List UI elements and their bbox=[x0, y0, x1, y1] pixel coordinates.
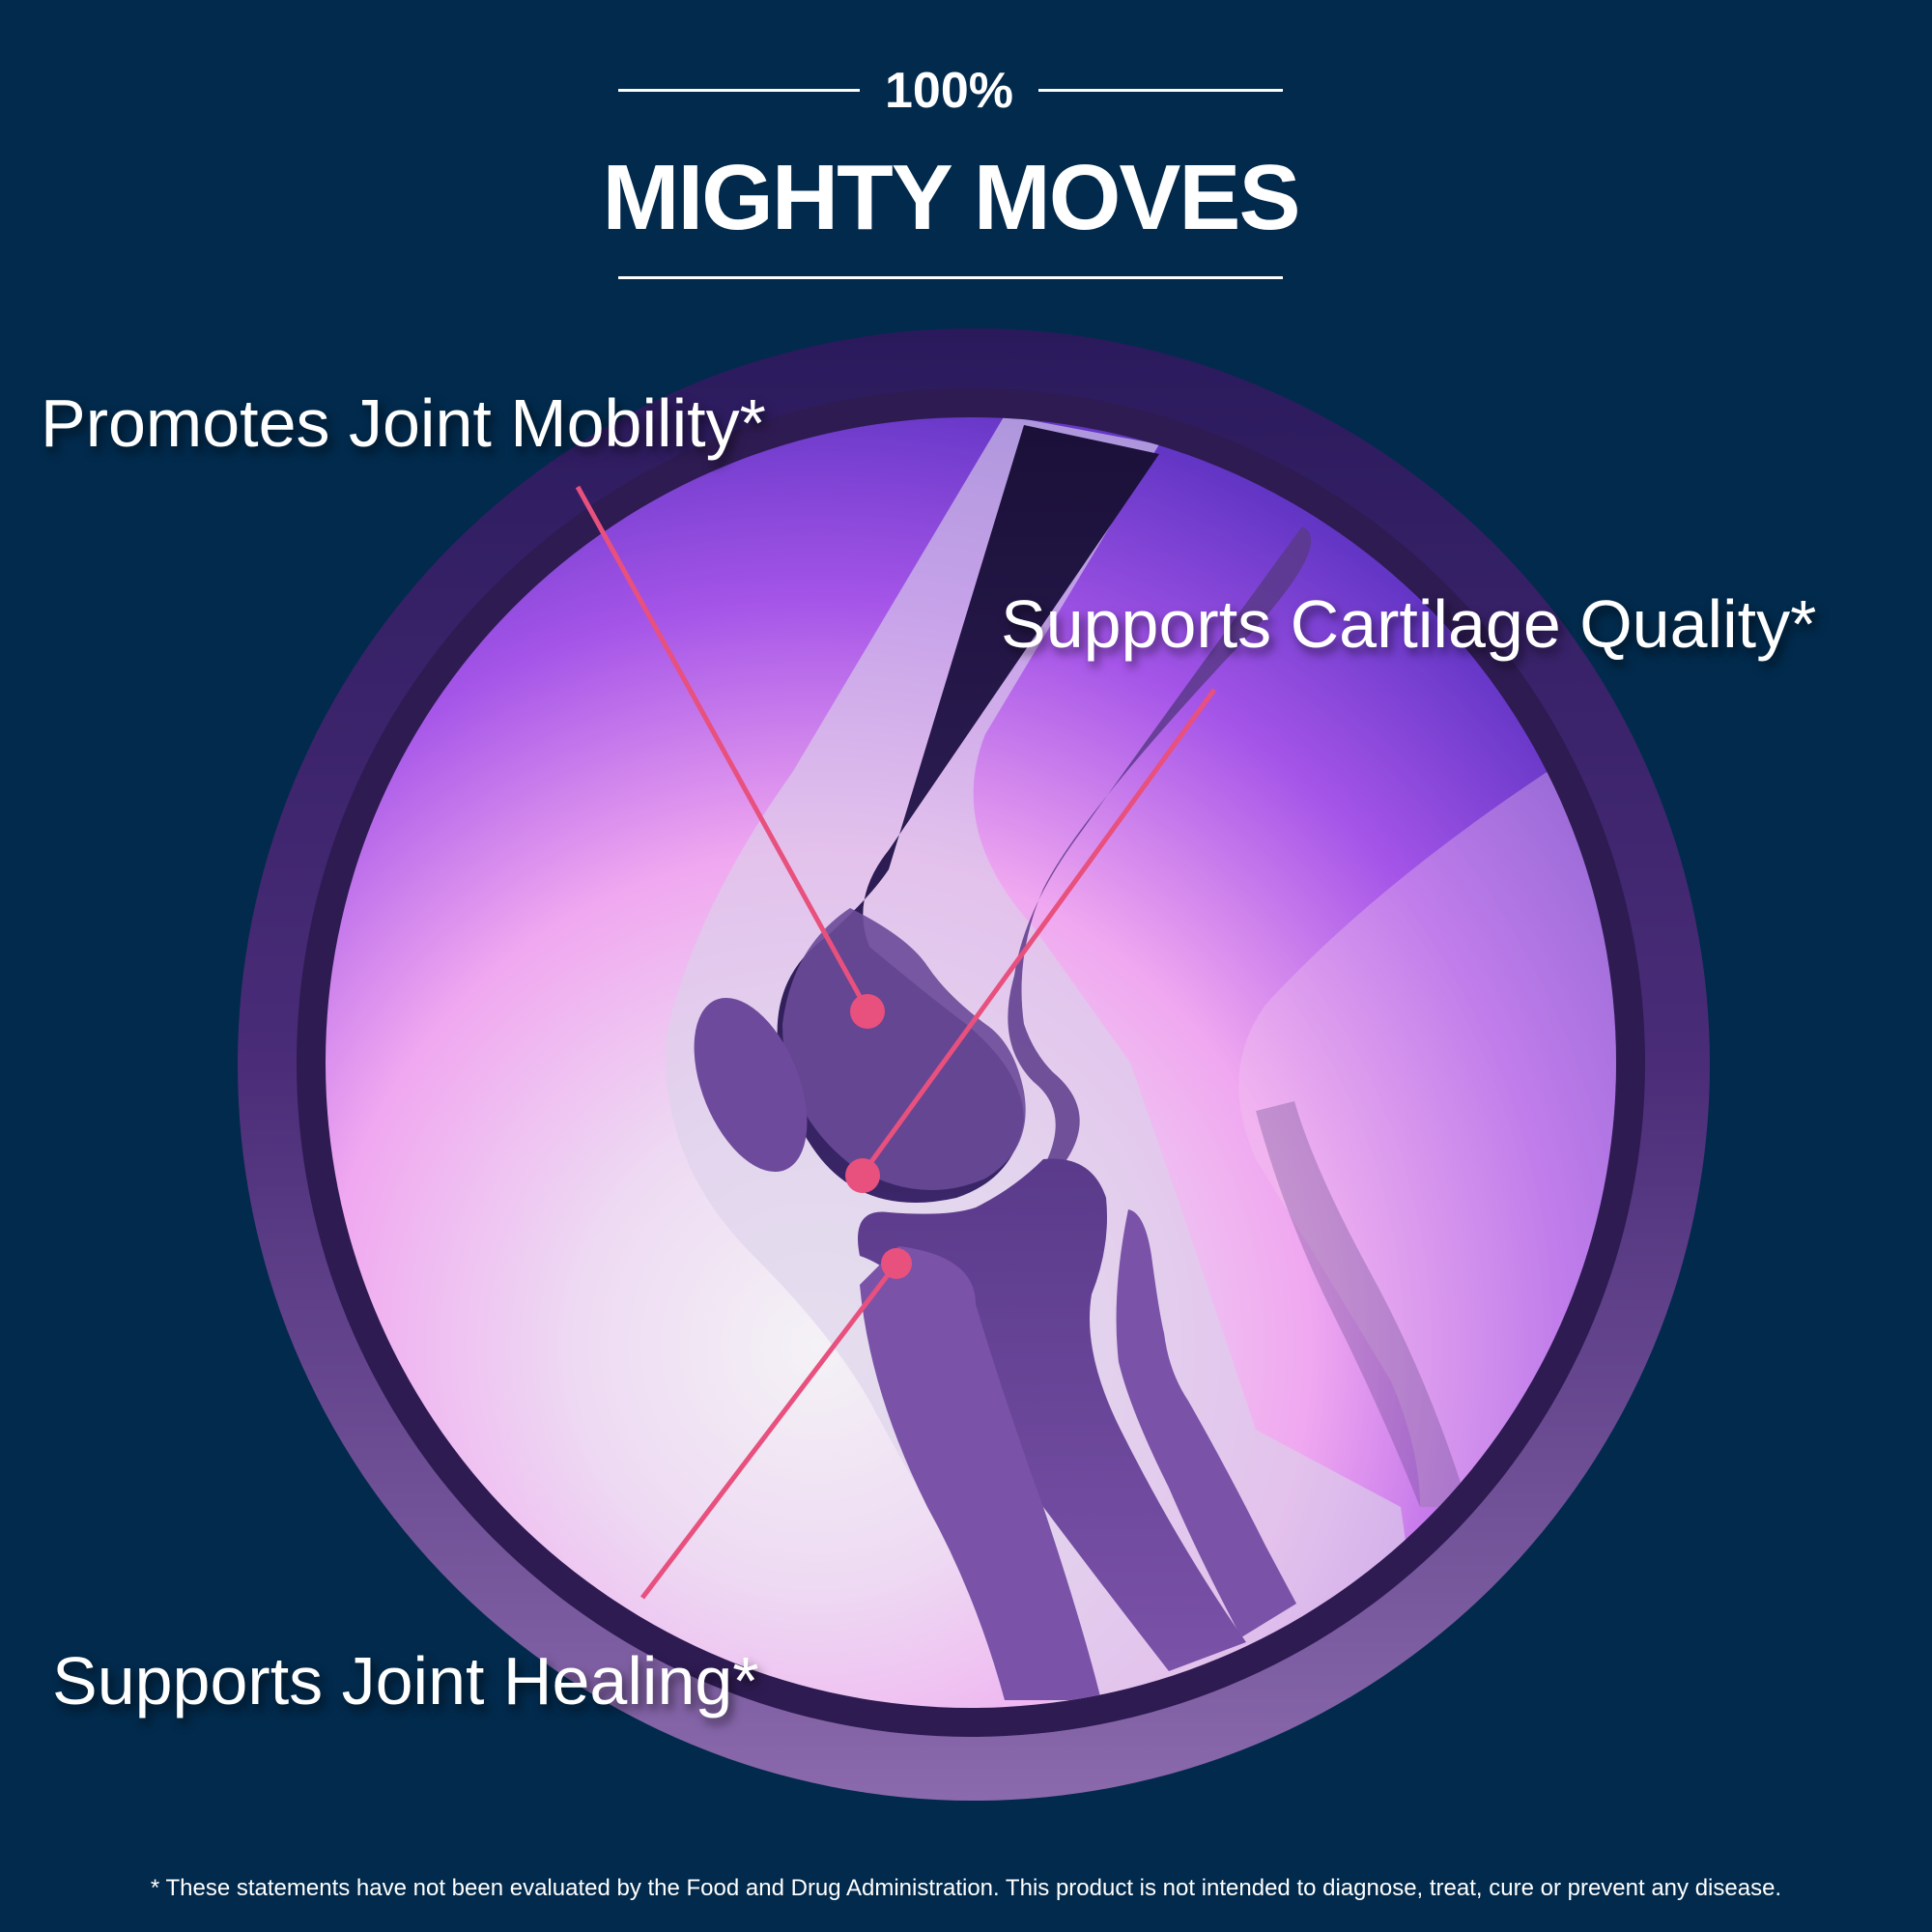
page-title: MIGHTY MOVES bbox=[602, 146, 1301, 249]
tibia-shaft bbox=[860, 1246, 1101, 1700]
marker-cartilage bbox=[845, 1158, 880, 1193]
header: 100% MIGHTY MOVES bbox=[0, 0, 1932, 290]
marker-mobility bbox=[850, 994, 885, 1029]
top-right-divider bbox=[1038, 89, 1283, 92]
fibula-bone bbox=[1116, 1209, 1296, 1637]
top-left-divider bbox=[618, 89, 860, 92]
fda-disclaimer: * These statements have not been evaluat… bbox=[150, 1875, 1782, 1901]
leg-shadow bbox=[1256, 1101, 1468, 1507]
femur-head bbox=[782, 908, 1026, 1190]
pointer-healing bbox=[640, 1262, 898, 1600]
pointer-mobility bbox=[575, 485, 870, 1012]
pointer-cartilage bbox=[860, 688, 1217, 1176]
patella-bone bbox=[694, 997, 808, 1173]
callout-cartilage-quality: Supports Cartilage Quality* bbox=[1001, 586, 1817, 662]
callout-joint-healing: Supports Joint Healing* bbox=[52, 1643, 759, 1719]
marker-healing bbox=[881, 1248, 912, 1279]
posterior-femur-bone bbox=[1008, 526, 1312, 1198]
percent-label: 100% bbox=[885, 63, 1013, 119]
callout-joint-mobility: Promotes Joint Mobility* bbox=[41, 385, 766, 461]
bottom-divider bbox=[618, 276, 1283, 279]
knee-back-shape bbox=[1238, 753, 1616, 1507]
